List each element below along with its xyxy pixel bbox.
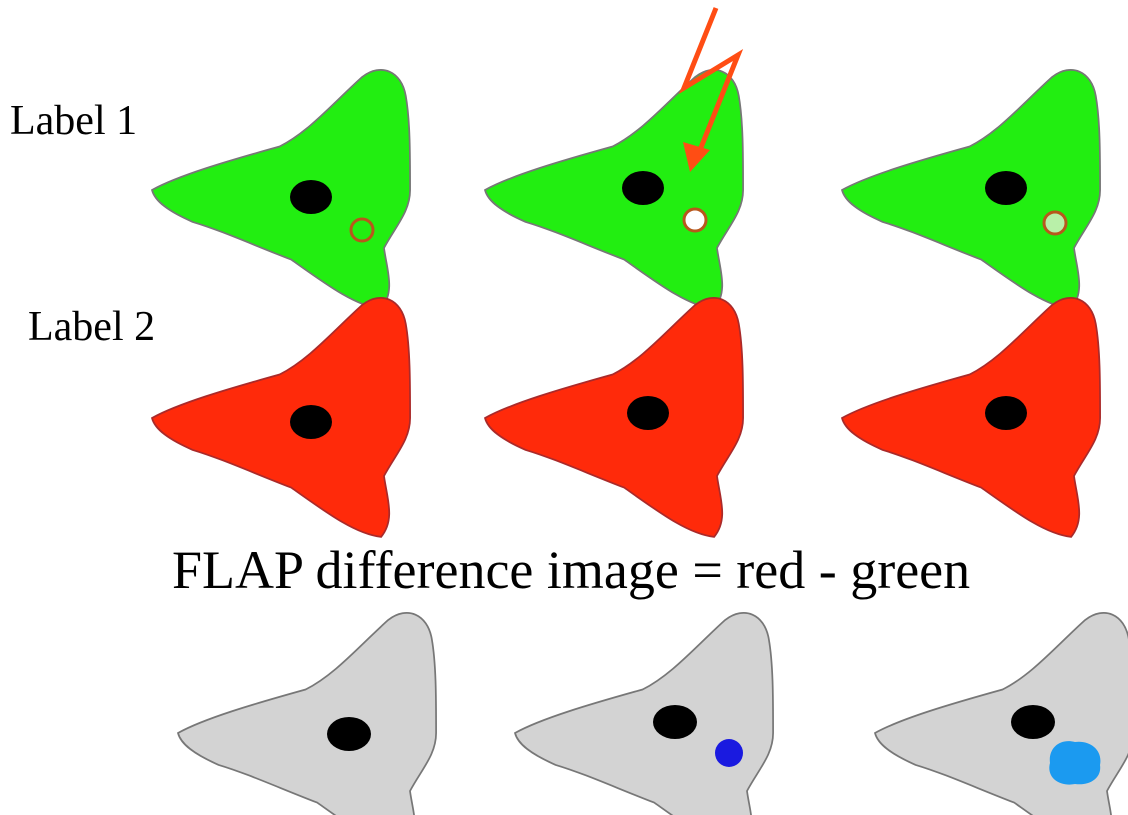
green-cell-2 bbox=[484, 68, 744, 310]
bleached-spot-green-2 bbox=[682, 207, 708, 233]
photobleach-flash-arrow bbox=[678, 7, 744, 172]
red-cell-3 bbox=[841, 296, 1101, 538]
row-label-1: Label 1 bbox=[10, 98, 138, 144]
nucleus-green-3 bbox=[985, 171, 1027, 205]
red-cell-1 bbox=[151, 296, 411, 538]
recovering-spot-green-3 bbox=[1042, 210, 1068, 236]
nucleus-green-1 bbox=[290, 180, 332, 214]
nucleus-difference-2 bbox=[653, 705, 697, 739]
flap-signal-spot-2 bbox=[715, 739, 743, 767]
nucleus-difference-3 bbox=[1011, 705, 1055, 739]
green-cell-3 bbox=[841, 68, 1101, 310]
nucleus-red-1 bbox=[290, 405, 332, 439]
flap-diffused-spot-3 bbox=[1049, 741, 1101, 785]
difference-cell-2 bbox=[514, 611, 774, 815]
difference-cell-1 bbox=[177, 611, 437, 815]
nucleus-green-2 bbox=[622, 171, 664, 205]
nucleus-red-2 bbox=[627, 396, 669, 430]
nucleus-difference-1 bbox=[327, 717, 371, 751]
nucleus-red-3 bbox=[985, 396, 1027, 430]
bleach-ring-green-1 bbox=[349, 217, 375, 243]
row-label-2: Label 2 bbox=[28, 304, 156, 350]
difference-formula: FLAP difference image = red - green bbox=[172, 540, 971, 600]
green-cell-1 bbox=[151, 68, 411, 310]
difference-cell-3 bbox=[874, 611, 1128, 815]
red-cell-2 bbox=[484, 296, 744, 538]
